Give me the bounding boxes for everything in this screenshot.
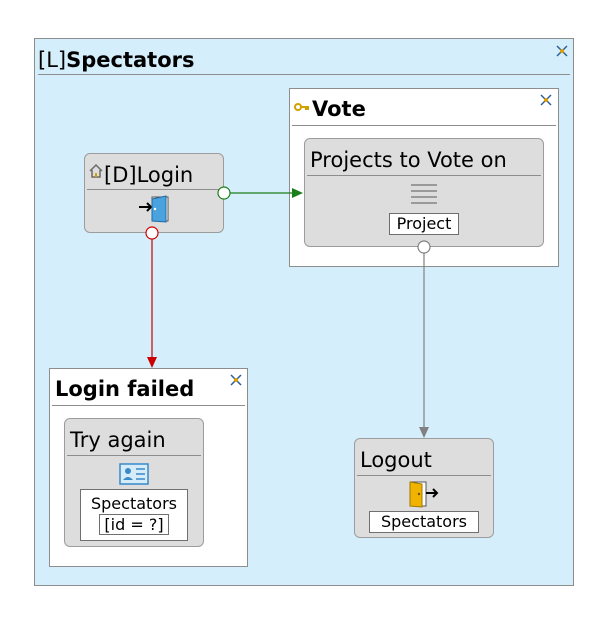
spectators-title: [L]Spectators <box>38 46 194 74</box>
login-success-port <box>217 186 231 200</box>
key-icon <box>294 103 309 111</box>
vote-to-logout-arrow <box>419 427 429 438</box>
try-again-title: Try again <box>70 428 166 452</box>
projects-list-title: Projects to Vote on <box>310 148 507 172</box>
login-divider <box>87 189 221 190</box>
login-to-vote-arrow <box>292 188 303 198</box>
spectators-title-text: Spectators <box>66 48 195 72</box>
try-again-condition: [id = ?] <box>99 514 169 535</box>
login-to-failed-arrow <box>147 357 157 368</box>
logout-entity-tag: Spectators <box>369 511 479 533</box>
login-title: [D]Login <box>104 162 193 188</box>
login-title-text: Login <box>136 163 194 187</box>
vote-title: Vote <box>312 97 366 121</box>
spectators-divider <box>38 74 570 75</box>
projects-list-divider <box>307 175 541 176</box>
login-error-port <box>145 226 159 240</box>
logout-door-icon <box>409 481 439 508</box>
login-failed-divider <box>52 405 245 406</box>
login-prefix: [D] <box>104 163 137 187</box>
spectators-prefix: [L] <box>38 48 67 72</box>
vote-out-port <box>417 240 431 254</box>
login-failed-title: Login failed <box>55 377 195 401</box>
try-again-divider <box>67 455 201 456</box>
login-door-icon <box>139 195 169 223</box>
logout-divider <box>357 475 491 476</box>
vote-divider <box>292 125 556 126</box>
home-icon <box>89 163 103 178</box>
logout-title: Logout <box>360 448 432 472</box>
pin-icon[interactable] <box>555 44 569 58</box>
pin-icon[interactable] <box>539 93 553 107</box>
list-icon <box>411 184 437 204</box>
form-card-icon <box>119 463 149 485</box>
pin-icon[interactable] <box>229 373 243 387</box>
try-again-entity: Spectators <box>90 494 177 513</box>
try-again-entity-tag: Spectators [id = ?] <box>80 489 188 541</box>
project-entity-tag: Project <box>389 213 459 235</box>
